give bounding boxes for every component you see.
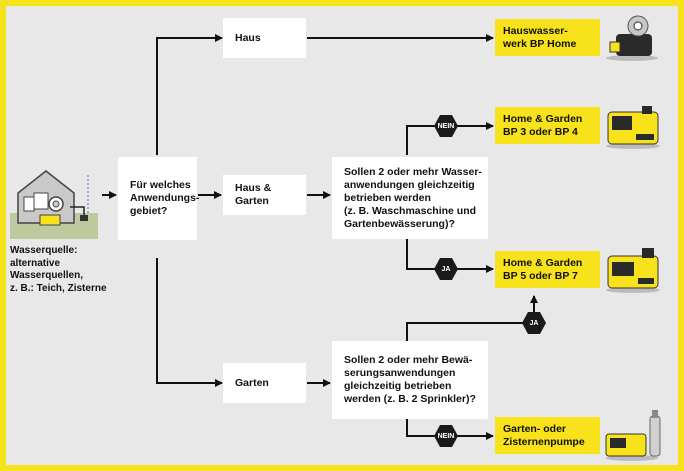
area-haus-label: Haus — [235, 31, 261, 44]
badge-nein-q2: NEIN — [434, 115, 458, 137]
product-garten-pumpe: Garten- oder Zisternenpumpe — [495, 417, 600, 454]
badge-nein-text: NEIN — [437, 432, 455, 440]
water-source-line: Wasserquelle: — [10, 245, 78, 256]
question2-line: betrieben werden — [344, 191, 431, 204]
question1-line: gebiet? — [130, 205, 168, 217]
area-garten: Garten — [223, 363, 306, 403]
badge-ja-text: JA — [441, 265, 451, 273]
product-line: BP 3 oder BP 4 — [503, 125, 578, 138]
water-source-label: Wasserquelle: alternative Wasserquellen,… — [10, 245, 120, 295]
badge-ja-q3: JA — [522, 312, 546, 334]
question2-line: Sollen 2 oder mehr Wasser- — [344, 165, 482, 178]
water-source-line: Wasserquellen, — [10, 270, 83, 281]
badge-ja-q2: JA — [434, 258, 458, 280]
question-application-area: Für welches Anwendungs- gebiet? — [118, 157, 200, 240]
house-illustration — [10, 163, 100, 243]
question1-line: Anwendungs- — [130, 192, 200, 204]
area-haus-garten-label: Haus & Garten — [235, 182, 272, 207]
product-bp5-bp7: Home & Garden BP 5 oder BP 7 — [495, 251, 600, 288]
product-line: werk BP Home — [503, 37, 577, 50]
question3-line: Sollen 2 oder mehr Bewä- — [344, 354, 473, 366]
badge-nein-text: NEIN — [437, 122, 455, 130]
product-line: Zisternenpumpe — [503, 435, 585, 448]
question2-line: (z. B. Waschmaschine und — [344, 204, 477, 217]
pump-image-bp5-bp7 — [602, 242, 664, 294]
question3-line: werden (z. B. 2 Sprinkler)? — [344, 393, 476, 405]
area-haus-garten: Haus & Garten — [223, 175, 306, 215]
badge-ja-text: JA — [529, 319, 539, 327]
badge-nein-q3: NEIN — [434, 425, 458, 447]
product-line: Home & Garden — [503, 256, 583, 269]
pump-image-garten — [602, 408, 668, 462]
question2-line: Gartenbewässerung)? — [344, 217, 455, 230]
question3-line: gleichzeitig betrieben — [344, 380, 452, 392]
question2-line: anwendungen gleichzeitig — [344, 178, 475, 191]
area-haus: Haus — [223, 18, 306, 58]
product-bp-home: Hauswasser- werk BP Home — [495, 19, 600, 56]
question3-line: serungsanwendungen — [344, 367, 456, 379]
area-garten-label: Garten — [235, 376, 269, 389]
question1-line: Für welches — [130, 179, 191, 191]
product-line: Hauswasser- — [503, 24, 568, 37]
question-simultaneous-irrigation: Sollen 2 oder mehr Bewä- serungsanwendun… — [332, 341, 488, 419]
product-bp3-bp4: Home & Garden BP 3 oder BP 4 — [495, 107, 600, 144]
product-line: Garten- oder — [503, 422, 567, 435]
water-source-line: alternative — [10, 257, 61, 269]
product-line: BP 5 oder BP 7 — [503, 269, 578, 282]
water-source-line: z. B.: Teich, Zisterne — [10, 282, 107, 294]
pump-image-bp-home — [602, 12, 662, 62]
pump-image-bp3-bp4 — [602, 98, 664, 150]
product-line: Home & Garden — [503, 112, 583, 125]
question-simultaneous-water: Sollen 2 oder mehr Wasser- anwendungen g… — [332, 157, 488, 239]
diagram-canvas: Wasserquelle: alternative Wasserquellen,… — [6, 6, 678, 465]
